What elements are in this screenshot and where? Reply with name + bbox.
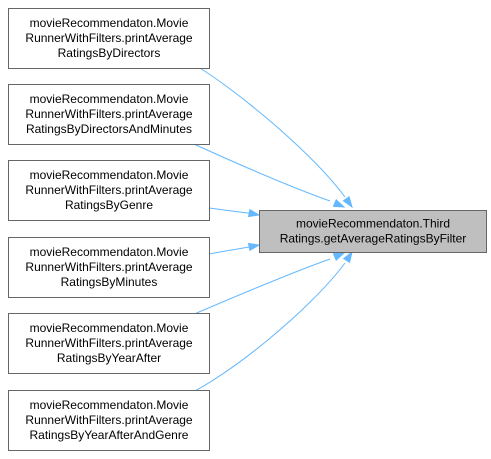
caller-node-label-line: movieRecommendaton.Movie (30, 168, 189, 182)
target-node-box (259, 210, 487, 253)
caller-node-label-line: RunnerWithFilters.printAverage (25, 183, 193, 197)
arrowhead-icon (342, 195, 353, 209)
caller-node-label-line: RatingsByDirectors (58, 46, 161, 60)
caller-node-label-line: RatingsByYearAfter (57, 351, 161, 365)
caller-node[interactable]: movieRecommendaton.MovieRunnerWithFilter… (8, 8, 210, 69)
call-edges (184, 63, 353, 397)
call-edge (208, 246, 250, 255)
target-node-label-line: Ratings.getAverageRatingsByFilter (280, 232, 467, 246)
caller-node-label-line: movieRecommendaton.Movie (30, 16, 189, 30)
caller-node-box (8, 8, 210, 69)
caller-node-label-line: RunnerWithFilters.printAverage (25, 31, 193, 45)
caller-node-box (8, 390, 210, 451)
caller-node[interactable]: movieRecommendaton.MovieRunnerWithFilter… (8, 160, 210, 221)
caller-node-label-line: RunnerWithFilters.printAverage (25, 260, 193, 274)
caller-node-label-line: RunnerWithFilters.printAverage (25, 336, 193, 350)
caller-node[interactable]: movieRecommendaton.MovieRunnerWithFilter… (8, 313, 210, 374)
target-node[interactable]: movieRecommendaton.ThirdRatings.getAvera… (259, 210, 487, 253)
caller-node[interactable]: movieRecommendaton.MovieRunnerWithFilter… (8, 390, 210, 451)
call-edge (192, 63, 346, 198)
graph-nodes: movieRecommendaton.MovieRunnerWithFilter… (8, 8, 487, 451)
caller-node-label-line: movieRecommendaton.Movie (30, 245, 189, 259)
caller-node-label-line: RatingsByGenre (65, 198, 153, 212)
arrowhead-icon (332, 198, 346, 208)
arrowhead-icon (342, 250, 353, 264)
caller-node-label-line: RatingsByMinutes (61, 275, 158, 289)
caller-node-box (8, 84, 210, 145)
caller-node-label-line: movieRecommendaton.Movie (30, 321, 189, 335)
arrowhead-icon (247, 208, 261, 218)
caller-node-label-line: movieRecommendaton.Movie (30, 398, 189, 412)
arrowhead-icon (332, 252, 346, 262)
call-edge (184, 258, 331, 319)
caller-node-box (8, 313, 210, 374)
call-edge (184, 139, 331, 202)
caller-node[interactable]: movieRecommendaton.MovieRunnerWithFilter… (8, 237, 210, 298)
caller-node-label-line: RunnerWithFilters.printAverage (25, 107, 193, 121)
call-edge (184, 262, 346, 397)
call-edge (208, 207, 250, 214)
caller-node-label-line: movieRecommendaton.Movie (30, 92, 189, 106)
caller-node-label-line: RatingsByDirectorsAndMinutes (26, 122, 192, 136)
caller-node-label-line: RunnerWithFilters.printAverage (25, 413, 193, 427)
caller-node-box (8, 160, 210, 221)
arrowhead-icon (247, 242, 261, 252)
caller-node-box (8, 237, 210, 298)
caller-node[interactable]: movieRecommendaton.MovieRunnerWithFilter… (8, 84, 210, 145)
caller-node-label-line: RatingsByYearAfterAndGenre (30, 428, 189, 442)
target-node-label-line: movieRecommendaton.Third (296, 217, 450, 231)
